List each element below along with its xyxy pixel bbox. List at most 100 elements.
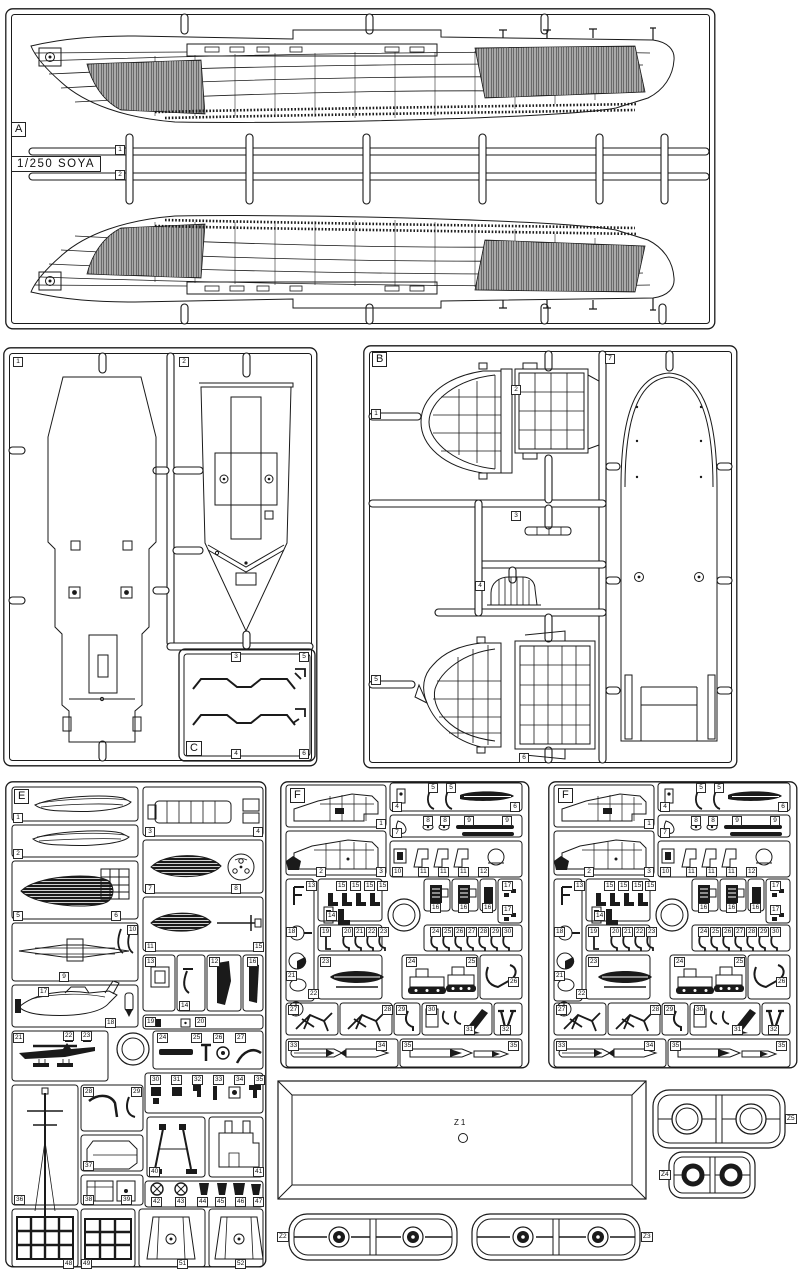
part-number-tag: 26 — [776, 977, 788, 987]
part-number-tag: 2 — [584, 867, 594, 877]
sprue-a-art — [5, 8, 716, 330]
part-number-tag: 27 — [556, 1005, 568, 1015]
bomb-part-18 — [124, 992, 134, 1017]
part-number-tag: 1 — [644, 819, 654, 829]
part-number-tag: 6 — [299, 749, 309, 759]
part-number-tag: 10 — [660, 867, 672, 877]
lifeboat-parts — [20, 795, 222, 932]
part-number-tag: 20 — [195, 1017, 207, 1027]
sprue-letter-a: A — [11, 122, 27, 137]
part-number-tag: 30 — [426, 1005, 438, 1015]
part-number-tag: 4 — [392, 802, 402, 812]
part-number-tag: 15 — [364, 881, 376, 891]
part-number-tag: 22 — [576, 989, 588, 999]
bow-deck-part-1 — [420, 362, 513, 480]
part-number-tag: 9 — [502, 816, 512, 826]
rod-part-15 — [217, 915, 262, 931]
part-number-tag: 15 — [632, 881, 644, 891]
ring-sprue-z4-art — [668, 1151, 756, 1199]
part-number-tag: 5 — [299, 652, 309, 662]
ring-sprue-z5: Z5 — [652, 1086, 798, 1152]
part-number-tag: 34 — [644, 1041, 656, 1051]
part-number-tag: 28 — [746, 927, 758, 937]
part-number-tag: 21 — [354, 927, 366, 937]
part-number-tag: 32 — [192, 1075, 204, 1085]
part-number-tag: 29 — [396, 1005, 408, 1015]
part-number-tag: 24 — [698, 927, 710, 937]
sprue-b-art — [363, 345, 738, 769]
part-number-tag: 23 — [646, 927, 658, 937]
part-number-tag: 35 — [402, 1041, 414, 1051]
part-number-tag: 21 — [554, 971, 566, 981]
part-number-tag: 12 — [746, 867, 758, 877]
sprue-letter-f1: F — [290, 788, 305, 803]
boat-part-23 — [598, 971, 652, 988]
winch-row-1 — [151, 1085, 261, 1104]
part-number-tag: 11 — [726, 867, 737, 877]
long-deck-part-7 — [620, 372, 718, 742]
part-number-tag: 38 — [83, 1195, 95, 1205]
part-number-tag: 14 — [594, 911, 606, 921]
sprue-letter-f2: F — [558, 788, 573, 803]
part-number-tag: 42 — [151, 1197, 163, 1207]
part-number-tag: 29 — [490, 927, 502, 937]
part-number-tag: 31 — [171, 1075, 183, 1085]
part-number-tag: 28 — [382, 1005, 394, 1015]
part-number-tag: Z4 — [659, 1170, 671, 1180]
part-number-tag: 23 — [320, 957, 332, 967]
hatch-part-6 — [514, 630, 596, 760]
part-number-tag: 30 — [770, 927, 782, 937]
part-number-tag: 25 — [710, 927, 722, 937]
sprue-c: 1 2 3 5 4 6 C — [3, 347, 318, 767]
tractor-parts — [408, 964, 517, 994]
part-number-tag: 34 — [376, 1041, 388, 1051]
deck-part-1 — [47, 376, 157, 743]
part-number-tag: 25 — [734, 957, 746, 967]
part-number-tag: 5 — [13, 911, 23, 921]
small-fittings-row — [159, 1043, 262, 1064]
part-number-tag: 18 — [105, 1018, 117, 1028]
part-number-tag: 28 — [650, 1005, 662, 1015]
funnel-parts — [146, 1216, 264, 1260]
part-number-tag: 32 — [768, 1025, 780, 1035]
sprue-letter-b: B — [372, 352, 388, 367]
part-number-tag: 33 — [556, 1041, 568, 1051]
part-number-tag: 13 — [574, 881, 586, 891]
sprue-f2: F 1 2 3 4 5 5 6 7 8 8 9 9 10 11 11 11 12… — [548, 781, 798, 1069]
part-number-tag: 24 — [674, 957, 686, 967]
part-number-tag: 1 — [371, 409, 381, 419]
part-number-tag: 47 — [253, 1197, 265, 1207]
part-number-tag: 16 — [482, 903, 494, 913]
ring-sprue-z4: Z4 — [659, 1150, 759, 1200]
part-number-tag: 4 — [475, 581, 485, 591]
part-number-tag: Z3 — [641, 1232, 653, 1242]
part-number-tag: 26 — [213, 1033, 225, 1043]
part-number-tag: 23 — [81, 1031, 93, 1041]
part-number-tag: 16 — [430, 903, 442, 913]
part-number-tag: 28 — [83, 1087, 95, 1097]
wing-part-9 — [18, 938, 130, 962]
part-number-tag: 8 — [231, 884, 241, 894]
fuselage-part-17 — [15, 980, 120, 1016]
base-plate-z1: Z1 — [277, 1080, 647, 1200]
part-number-tag: 1 — [115, 145, 125, 155]
part-number-tag: 16 — [698, 903, 710, 913]
strip-parts — [290, 1048, 510, 1058]
part-number-tag: 3 — [231, 652, 241, 662]
part-number-tag: 1 — [13, 357, 23, 367]
part-number-tag: 43 — [175, 1197, 187, 1207]
hook-rows — [325, 935, 510, 951]
part-number-tag: 37 — [83, 1161, 95, 1171]
part-number-tag: 16 — [726, 903, 738, 913]
part-number-tag: 44 — [197, 1197, 209, 1207]
part-number-tag: 30 — [150, 1075, 162, 1085]
part-number-tag: 34 — [234, 1075, 246, 1085]
part-number-tag: 27 — [288, 1005, 300, 1015]
part-number-tag: 11 — [686, 867, 697, 877]
part-number-tag: Z5 — [785, 1114, 797, 1124]
part-number-tag: 17 — [770, 881, 782, 891]
part-number-tag: 22 — [63, 1031, 75, 1041]
part-number-tag: 16 — [247, 957, 259, 967]
part-number-tag: 11 — [458, 867, 469, 877]
part-number-tag: 14 — [326, 911, 338, 921]
